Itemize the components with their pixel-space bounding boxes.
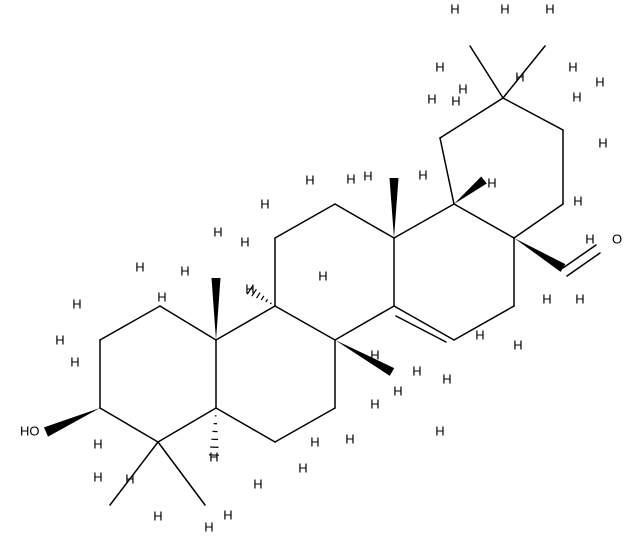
- bond-c5-c6: [215, 407, 276, 443]
- hydrogen-label-9: H: [427, 91, 436, 106]
- bond-c1-c2: [99, 305, 161, 341]
- bond-c4-m23: [109, 441, 159, 506]
- methyl-wedge-c13: [389, 178, 399, 238]
- hydrogen-label-44: H: [245, 281, 254, 296]
- hydrogen-label-24: H: [260, 196, 269, 211]
- hydrogen-label-11: H: [572, 89, 581, 104]
- bond-c18-c19: [439, 137, 455, 205]
- hydrogen-label-21: H: [346, 171, 355, 186]
- methyl-wedge-c10: [211, 278, 221, 340]
- hydrogen-label-1: H: [450, 1, 459, 16]
- hydrogen-label-15: H: [487, 175, 496, 190]
- hydrogen-label-40: H: [345, 431, 354, 446]
- hydrogen-label-39: H: [298, 460, 307, 475]
- h-hash-c9-dash-3: [260, 295, 265, 301]
- hydrogen-label-19: H: [442, 371, 451, 386]
- h-hash-c9-dash-1: [269, 302, 272, 305]
- bond-c4-m24: [157, 441, 206, 506]
- bond-c8-c9: [274, 305, 336, 341]
- hydrogen-label-10: H: [451, 93, 460, 108]
- hydrogen-label-38: H: [253, 476, 262, 491]
- hydrogen-label-5: H: [458, 81, 467, 96]
- hydrogen-label-27: H: [180, 263, 189, 278]
- bond-layer: [43, 45, 601, 506]
- hydrogen-label-7: H: [568, 59, 577, 74]
- hydrogen-label-23: H: [305, 172, 314, 187]
- double-bond-c14-c15-inner: [395, 315, 447, 343]
- bond-c20-m29: [469, 45, 504, 99]
- hydrogen-label-34: H: [153, 508, 162, 523]
- hydrogen-label-13: H: [573, 193, 582, 208]
- h-hash-c9-dash-5: [251, 288, 257, 297]
- aldehyde-wedge-c17: [514, 238, 566, 272]
- bond-c9-c10: [215, 305, 276, 341]
- hydrogen-label-45: H: [157, 289, 166, 304]
- bond-c20-m30: [502, 45, 546, 99]
- hydrogen-label-51: H: [125, 471, 134, 486]
- bond-c11-c12: [274, 203, 336, 239]
- hydrogen-label-14: H: [585, 231, 594, 246]
- h-hash-c9-dash-4: [256, 292, 261, 299]
- hydrogen-label-50: H: [435, 423, 444, 438]
- oxygen-label: O: [612, 231, 622, 246]
- hydrogen-label-4: H: [435, 59, 444, 74]
- bond-c4-c5: [157, 407, 217, 443]
- hydrogen-label-12: H: [598, 135, 607, 150]
- bond-c20-c21: [502, 97, 564, 131]
- bond-c15-c16: [453, 305, 515, 341]
- hydrogen-label-29: H: [72, 296, 81, 311]
- hydrogen-label-26: H: [213, 224, 222, 239]
- hydroxyl-label: HO: [20, 423, 40, 438]
- methyl-wedge-c8: [335, 340, 395, 376]
- hydrogen-label-32: H: [93, 436, 102, 451]
- hydrogen-label-31: H: [70, 354, 79, 369]
- hydrogen-label-46: H: [475, 327, 484, 342]
- hydrogen-label-17: H: [542, 291, 551, 306]
- hydrogen-label-16: H: [575, 291, 584, 306]
- hydroxyl-wedge-c3: [43, 408, 100, 437]
- bond-c10-c1: [159, 305, 217, 341]
- hydrogen-label-20: H: [363, 168, 372, 183]
- h-wedge-c18: [454, 176, 487, 204]
- hydrogen-label-33: H: [93, 469, 102, 484]
- hydrogen-label-25: H: [240, 234, 249, 249]
- hydrogen-label-28: H: [135, 259, 144, 274]
- hydrogen-label-41: H: [370, 396, 379, 411]
- bond-c14-c8: [334, 305, 395, 341]
- hydrogen-label-42: H: [393, 383, 402, 398]
- hydrogen-label-6: H: [515, 69, 524, 84]
- hydrogen-label-30: H: [55, 332, 64, 347]
- bond-c6-c7: [274, 407, 336, 443]
- hydrogen-label-35: H: [204, 519, 213, 534]
- h-hash-c9-dash-2: [265, 298, 269, 303]
- aldehyde-co-bond: [562, 244, 597, 269]
- hydrogen-label-8: H: [595, 74, 604, 89]
- hydrogen-label-22: H: [418, 167, 427, 182]
- hydrogen-label-18: H: [513, 337, 522, 352]
- h-hash-c9-dash-6: [246, 285, 254, 295]
- bond-c18-c13: [393, 203, 455, 239]
- bond-c3-c4: [99, 407, 159, 443]
- hydrogen-label-43: H: [318, 268, 327, 283]
- double-bond-c14-c15: [393, 305, 455, 341]
- hydrogen-label-3: H: [545, 1, 554, 16]
- bond-c17-c18: [453, 203, 515, 239]
- hydrogen-label-47: H: [412, 363, 421, 378]
- aldehyde-co-bond-inner: [566, 252, 601, 277]
- bond-c22-c17: [513, 203, 564, 239]
- bond-c12-c13: [334, 203, 395, 239]
- hydrogen-label-49: H: [310, 434, 319, 449]
- hydrogen-label-48: H: [370, 347, 379, 362]
- hydrogen-label-37: H: [223, 507, 232, 522]
- bond-c19-c20: [439, 97, 504, 139]
- hydrogen-label-2: H: [500, 1, 509, 16]
- hydrogen-label-36: H: [209, 449, 218, 464]
